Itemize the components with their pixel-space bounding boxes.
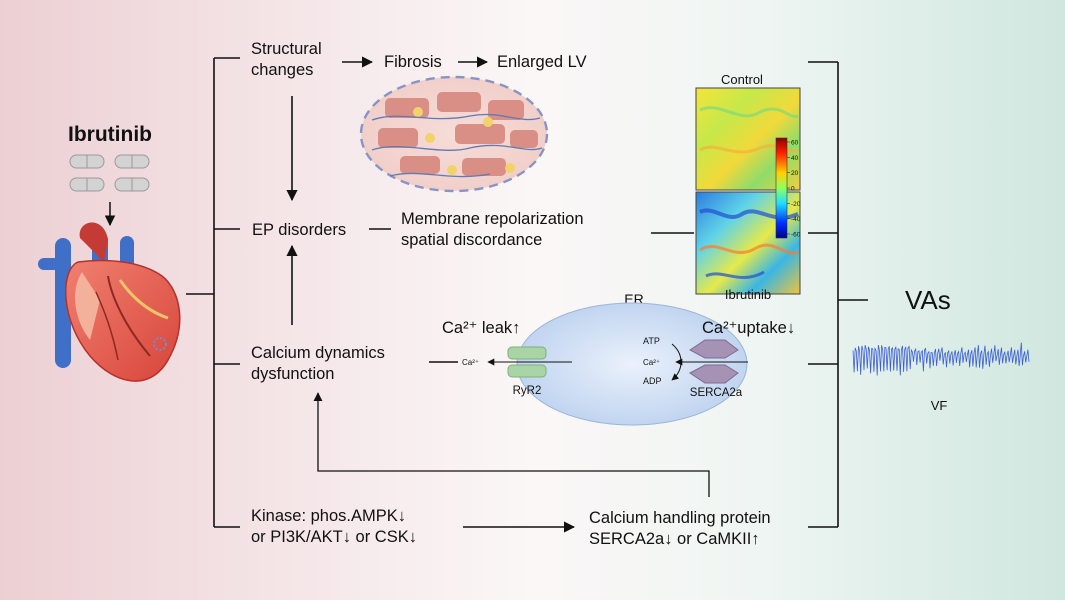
ryr2-label: RyR2	[513, 385, 542, 397]
colorbar-tick-label: -40	[791, 216, 801, 223]
serca-ca-ion-label: Ca²⁺	[643, 358, 660, 367]
vas-label: VAs	[905, 285, 951, 315]
er-illustration: ER Ca²⁺ leak↑ Ca²⁺uptake↓ Ca²⁺ RyR2 ATP …	[442, 291, 795, 426]
structural-changes-label: Structural changes	[251, 40, 326, 79]
colorbar-tick-label: 60	[791, 140, 799, 147]
vf-ecg-trace	[852, 342, 1030, 376]
pill-icon	[69, 154, 150, 192]
ibrutinib-map-label: Ibrutinib	[725, 287, 771, 302]
ryr2-channel	[507, 346, 547, 378]
heart-icon	[38, 222, 181, 382]
right-bracket	[808, 61, 868, 528]
colorbar-tick-label: -20	[791, 201, 801, 208]
ca-leak-label: Ca²⁺ leak↑	[442, 319, 520, 337]
colorbar-tick-label: 20	[791, 170, 799, 177]
adp-label: ADP	[643, 376, 662, 386]
enlarged-lv-label: Enlarged LV	[497, 53, 587, 71]
kinase-label: Kinase: phos.AMPK↓ or PI3K/AKT↓ or CSK↓	[251, 507, 417, 546]
drug-label: Ibrutinib	[68, 123, 152, 146]
fibrosis-label: Fibrosis	[384, 53, 442, 71]
colorbar-tick-label: -60	[791, 232, 801, 239]
fibrotic-tissue-illustration	[359, 75, 549, 193]
atp-label: ATP	[643, 336, 660, 346]
membrane-repolarization-label: Membrane repolarization spatial discorda…	[401, 210, 588, 249]
control-map-label: Control	[721, 72, 763, 87]
vf-label: VF	[931, 398, 948, 413]
branch-connectors	[186, 57, 240, 528]
colorbar: 60 40 20 0 -20 -40 -60	[775, 137, 801, 239]
atp-to-adp-arrow	[671, 343, 682, 381]
serca2a-pump	[689, 339, 739, 384]
ep-disorders-label: EP disorders	[252, 221, 346, 239]
ryr2-ca-ion-label: Ca²⁺	[462, 358, 479, 367]
colorbar-tick-label: 40	[791, 155, 799, 162]
calcium-handling-label: Calcium handling protein SERCA2a↓ or CaM…	[589, 509, 775, 548]
calcium-dynamics-label: Calcium dynamics dysfunction	[251, 344, 389, 383]
handling-to-calcium-feedback-arrow	[313, 392, 710, 497]
ca-uptake-label: Ca²⁺uptake↓	[702, 319, 795, 337]
colorbar-tick-label: 0	[791, 186, 795, 193]
serca2a-label: SERCA2a	[690, 387, 743, 399]
